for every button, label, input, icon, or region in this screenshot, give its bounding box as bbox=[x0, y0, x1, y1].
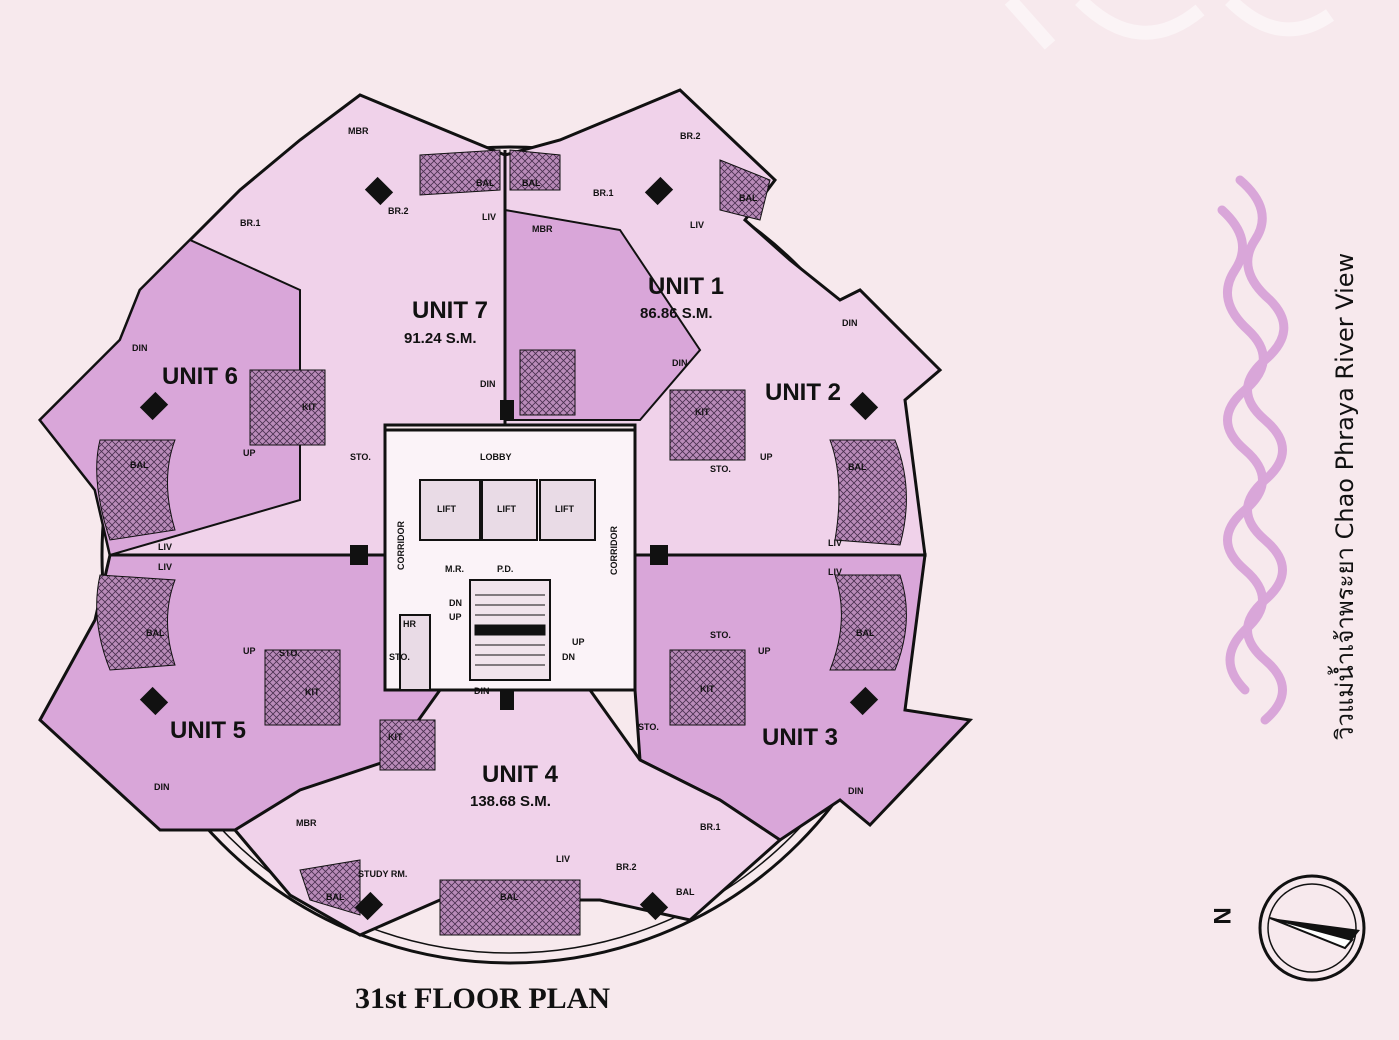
lift-2-label: LIFT bbox=[497, 504, 516, 514]
room-sto-u6: STO. bbox=[350, 452, 371, 462]
unit-4-area: 138.68 S.M. bbox=[470, 793, 551, 810]
unit-4-label: UNIT 4 bbox=[482, 761, 559, 788]
room-din-u4: DIN bbox=[474, 686, 490, 696]
corridor-left-label: CORRIDOR bbox=[396, 521, 406, 570]
stair-treads bbox=[474, 594, 546, 666]
room-bal-u4-right: BAL bbox=[676, 887, 695, 897]
room-sto-u3b: STO. bbox=[638, 722, 659, 732]
room-bal-u2: BAL bbox=[848, 462, 867, 472]
room-br1-u6: BR.1 bbox=[240, 218, 261, 228]
room-liv-u7: LIV bbox=[482, 212, 496, 222]
lift-3-label: LIFT bbox=[555, 504, 574, 514]
room-br2-u7: BR.2 bbox=[388, 206, 409, 216]
balconies bbox=[96, 149, 907, 936]
room-kit-u4: KIT bbox=[388, 732, 403, 742]
room-bal-u1: BAL bbox=[522, 178, 541, 188]
lift-1-label: LIFT bbox=[437, 504, 456, 514]
core-up-label: UP bbox=[449, 612, 462, 622]
room-liv-u4: LIV bbox=[556, 854, 570, 864]
room-liv-u1: LIV bbox=[690, 220, 704, 230]
room-liv-u6: LIV bbox=[158, 542, 172, 552]
room-bal-u1b: BAL bbox=[739, 193, 758, 203]
river-view-label: วิวแม่น้ำเจ้าพระยา Chao Phraya River Vie… bbox=[1331, 252, 1359, 740]
room-sto-u3: STO. bbox=[710, 630, 731, 640]
room-br2-u1: BR.2 bbox=[680, 131, 701, 141]
core-dn-2-label: DN bbox=[562, 652, 575, 662]
unit-7-label: UNIT 7 bbox=[412, 297, 488, 324]
room-bal-u4: BAL bbox=[500, 892, 519, 902]
room-br1-u1: BR.1 bbox=[593, 188, 614, 198]
room-mbr-u4: MBR bbox=[296, 818, 317, 828]
room-bal-u6: BAL bbox=[130, 460, 149, 470]
room-kit-u3: KIT bbox=[700, 684, 715, 694]
room-din-u3: DIN bbox=[848, 786, 864, 796]
lobby-label: LOBBY bbox=[480, 452, 512, 462]
room-mbr-u1: MBR bbox=[532, 224, 553, 234]
room-din-u2: DIN bbox=[842, 318, 858, 328]
room-up-u6: UP bbox=[243, 448, 256, 458]
unit-2-label: UNIT 2 bbox=[765, 379, 841, 406]
room-liv-u3: LIV bbox=[828, 567, 842, 577]
room-bal-u5: BAL bbox=[146, 628, 165, 638]
room-up-u5: UP bbox=[243, 646, 256, 656]
room-sto-u5: STO. bbox=[279, 648, 300, 658]
unit-7-area: 91.24 S.M. bbox=[404, 330, 477, 347]
room-din-u7: DIN bbox=[480, 379, 496, 389]
room-up-u3: UP bbox=[758, 646, 771, 656]
unit-5-label: UNIT 5 bbox=[170, 717, 246, 744]
room-sto-u4: STO. bbox=[389, 652, 410, 662]
room-din-u1: DIN bbox=[672, 358, 688, 368]
room-br1-u4: BR.1 bbox=[700, 822, 721, 832]
river-wave-decoration bbox=[1217, 175, 1289, 725]
unit-3-label: UNIT 3 bbox=[762, 724, 838, 751]
room-up-u2: UP bbox=[760, 452, 773, 462]
north-label: N bbox=[1209, 907, 1237, 925]
background-watermark bbox=[1004, 0, 1335, 50]
hr-label: HR bbox=[403, 619, 416, 629]
room-mbr-u7: MBR bbox=[348, 126, 369, 136]
floor-plan-title: 31st FLOOR PLAN bbox=[355, 982, 610, 1015]
unit-1-label: UNIT 1 bbox=[648, 273, 724, 300]
room-kit-u2: KIT bbox=[695, 407, 710, 417]
unit-6-label: UNIT 6 bbox=[162, 363, 238, 390]
room-sto-u2: STO. bbox=[710, 464, 731, 474]
room-bal-u3: BAL bbox=[856, 628, 875, 638]
unit-1-area: 86.86 S.M. bbox=[640, 305, 713, 322]
core-up-2-label: UP bbox=[572, 637, 585, 647]
pd-label: P.D. bbox=[497, 564, 513, 574]
unit-dividers bbox=[110, 150, 905, 557]
room-kit-u5: KIT bbox=[305, 687, 320, 697]
room-kit-u6: KIT bbox=[302, 402, 317, 412]
central-core bbox=[383, 428, 637, 692]
mr-label: M.R. bbox=[445, 564, 464, 574]
room-din-u5: DIN bbox=[154, 782, 170, 792]
corridor-right-label: CORRIDOR bbox=[609, 526, 619, 575]
core-dn-label: DN bbox=[449, 598, 462, 608]
columns bbox=[139, 176, 879, 921]
room-liv-u2: LIV bbox=[828, 538, 842, 548]
room-liv-u5: LIV bbox=[158, 562, 172, 572]
room-br2-u4: BR.2 bbox=[616, 862, 637, 872]
room-bal-u4-left: BAL bbox=[326, 892, 345, 902]
service-areas bbox=[249, 349, 746, 771]
room-din-u6: DIN bbox=[132, 343, 148, 353]
compass-icon bbox=[1258, 874, 1366, 982]
room-study-u4: STUDY RM. bbox=[358, 869, 407, 879]
room-bal-u7: BAL bbox=[476, 178, 495, 188]
